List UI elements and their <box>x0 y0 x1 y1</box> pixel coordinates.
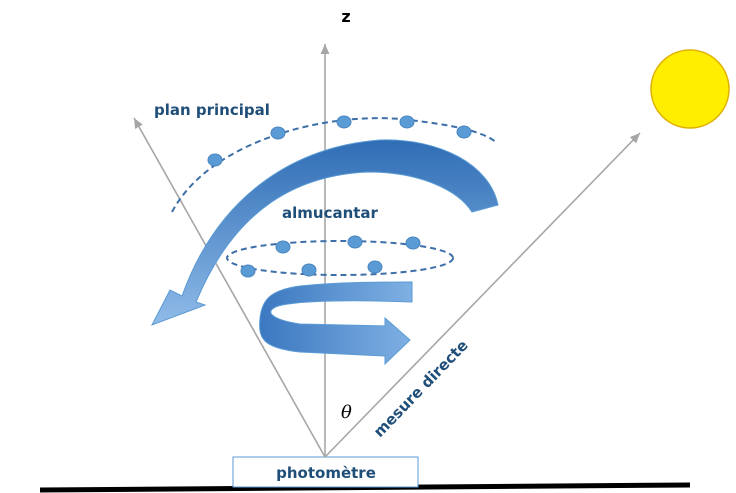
almucantar-point <box>301 263 317 277</box>
almucantar-points <box>240 235 421 278</box>
principal-plane-point <box>207 153 223 167</box>
principal-plane-point <box>270 126 286 140</box>
almucantar-point <box>275 240 291 254</box>
photometer-box <box>232 456 419 488</box>
almucantar-point <box>367 260 383 274</box>
principal-plane-label: plan principal <box>154 101 270 119</box>
principal-plane-point <box>336 115 352 129</box>
almucantar-point <box>347 235 363 249</box>
principal-plane-points <box>207 115 472 167</box>
almucantar-path <box>226 240 454 276</box>
principal-plane-point <box>399 115 415 129</box>
photometer-label: photomètre <box>276 464 376 482</box>
principal-plane-path <box>171 117 497 213</box>
almucantar-scan-arrow <box>259 281 413 366</box>
almucantar-point <box>240 264 256 278</box>
principal-plane-point <box>456 125 472 139</box>
sun-icon <box>650 49 730 129</box>
principal-plane-scan-arrow <box>150 139 499 326</box>
principal-ray <box>133 117 326 458</box>
almucantar-label: almucantar <box>282 204 379 222</box>
sun-ray <box>324 132 641 458</box>
almucantar-point <box>405 236 421 250</box>
zenith-angle-label: θ <box>341 402 352 423</box>
z-axis-label: z <box>341 7 350 26</box>
